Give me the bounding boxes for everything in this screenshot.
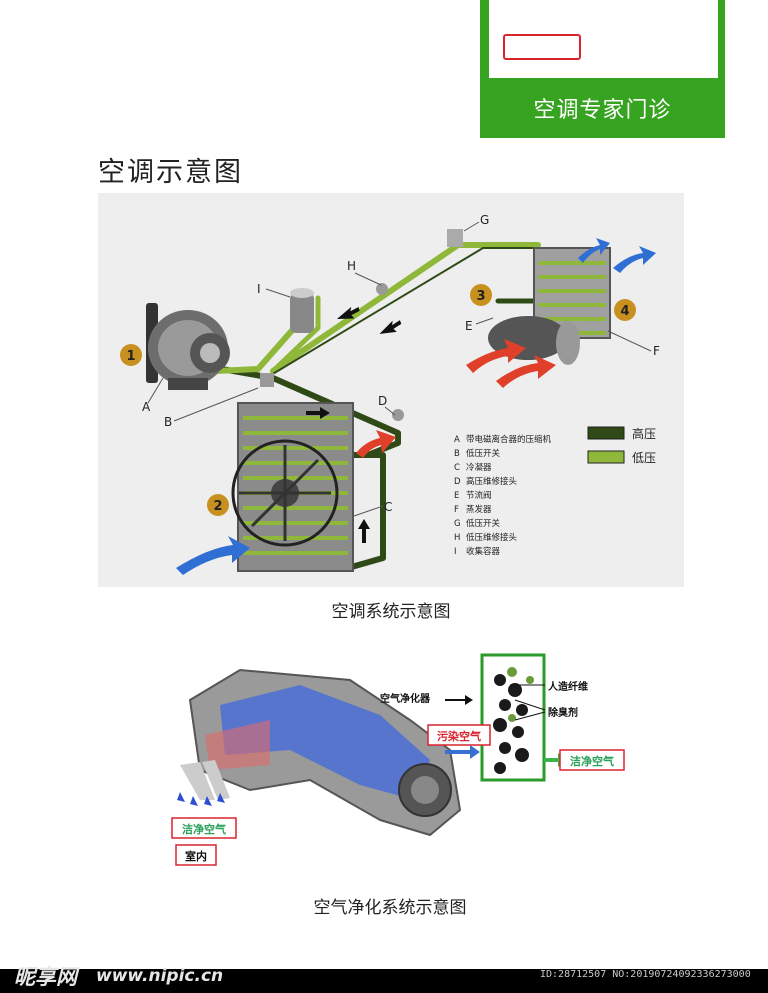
legend-text: 低压开关	[466, 448, 501, 459]
footer-bar	[0, 969, 768, 993]
figure2-caption: 空气净化系统示意图	[313, 898, 467, 918]
hvac-unit	[180, 668, 462, 837]
clean-air-outflow-arrows	[177, 792, 225, 806]
legend-text: 低压开关	[466, 518, 501, 529]
letter-label: C	[384, 500, 392, 514]
filter-medium	[480, 653, 546, 782]
number-marker: 1	[126, 349, 135, 364]
polluted-air-label: 污染空气	[437, 729, 481, 743]
switch-g	[447, 229, 463, 247]
clean-air-box-right	[559, 749, 625, 771]
legend-text: 高压维修接头	[466, 476, 518, 487]
legend-text: 带电磁离合器的压缩机	[466, 434, 552, 445]
page-title: 空调示意图	[98, 157, 243, 188]
flow-arrows	[306, 306, 402, 543]
watermark-url: www.nipic.cn	[96, 966, 224, 986]
figure1-caption: 空调系统示意图	[331, 602, 451, 622]
letter-label: F	[653, 344, 660, 358]
number-marker: 4	[620, 304, 629, 319]
blower-fan	[488, 316, 580, 365]
high-pressure-label: 高压	[632, 426, 656, 441]
polluted-air-arrow	[445, 745, 480, 759]
legend-text: 冷凝器	[466, 462, 492, 473]
condenser	[231, 402, 354, 572]
low-pressure-label: 低压	[632, 451, 656, 465]
legend-letter: B	[454, 449, 460, 459]
purifier-pointer-arrow	[445, 695, 473, 705]
number-marker: 2	[213, 499, 222, 514]
deodorant-label: 除臭剂	[548, 706, 578, 719]
letter-label: B	[164, 415, 172, 429]
indoor-box	[175, 844, 217, 866]
polluted-air-box	[427, 724, 491, 746]
airflow-arrow-red	[496, 355, 556, 388]
legend-text: 低压维修接头	[466, 532, 518, 543]
watermark-logo: 昵享网	[14, 965, 77, 989]
clean-air-label-left: 洁净空气	[182, 822, 226, 836]
receiver-drier	[290, 288, 314, 333]
legend-letter: D	[454, 477, 461, 487]
letter-label: G	[480, 213, 489, 227]
airflow-arrow-blue	[578, 238, 610, 263]
letter-label: H	[347, 259, 356, 273]
legend-letter: I	[454, 547, 457, 557]
low-pressure-swatch	[587, 450, 625, 464]
airflow-arrow-blue	[613, 246, 656, 273]
header-white-panel	[489, 0, 718, 78]
header-red-frame	[503, 34, 581, 60]
letter-label: E	[465, 319, 473, 333]
indoor-label: 室内	[185, 849, 207, 863]
clean-air-box-left	[171, 817, 237, 839]
high-pressure-pipe	[265, 247, 534, 379]
number-marker: 3	[476, 289, 485, 304]
clean-air-label-right: 洁净空气	[570, 754, 614, 768]
legend-text: 节流阀	[466, 490, 492, 501]
legend-text: 收集容器	[466, 546, 501, 557]
legend-letter: C	[454, 463, 460, 473]
watermark-id: ID:28712507 NO:20190724092336273000	[540, 969, 751, 980]
legend-letter: A	[454, 435, 460, 445]
airflow-arrow-red	[466, 339, 526, 373]
low-pressure-pipe	[270, 295, 321, 374]
low-pressure-switch	[260, 373, 274, 387]
legend-letter: H	[454, 533, 460, 543]
service-port-d	[392, 409, 404, 421]
legend-letter: E	[454, 491, 459, 501]
legend-letter: F	[454, 505, 459, 515]
airflow-arrow-red	[356, 430, 396, 458]
service-port-h	[376, 283, 388, 295]
air-purifier-diagram: 空气净化器 人造纤维 除臭剂 污染空气 洁净空气 洁净空气 室内	[160, 650, 640, 870]
purifier-label: 空气净化器	[380, 692, 431, 705]
letter-label: D	[378, 394, 387, 408]
legend-letter: G	[454, 519, 461, 529]
compressor	[146, 303, 230, 390]
letter-label: I	[257, 282, 261, 296]
airflow-arrow-blue	[176, 536, 250, 575]
fiber-label: 人造纤维	[548, 680, 588, 693]
legend-text: 蒸发器	[466, 504, 492, 515]
letter-label: A	[142, 400, 151, 414]
high-pressure-swatch	[587, 426, 625, 440]
header-title: 空调专家门诊	[533, 98, 672, 123]
number-markers: 1 2 3 4	[120, 284, 636, 516]
